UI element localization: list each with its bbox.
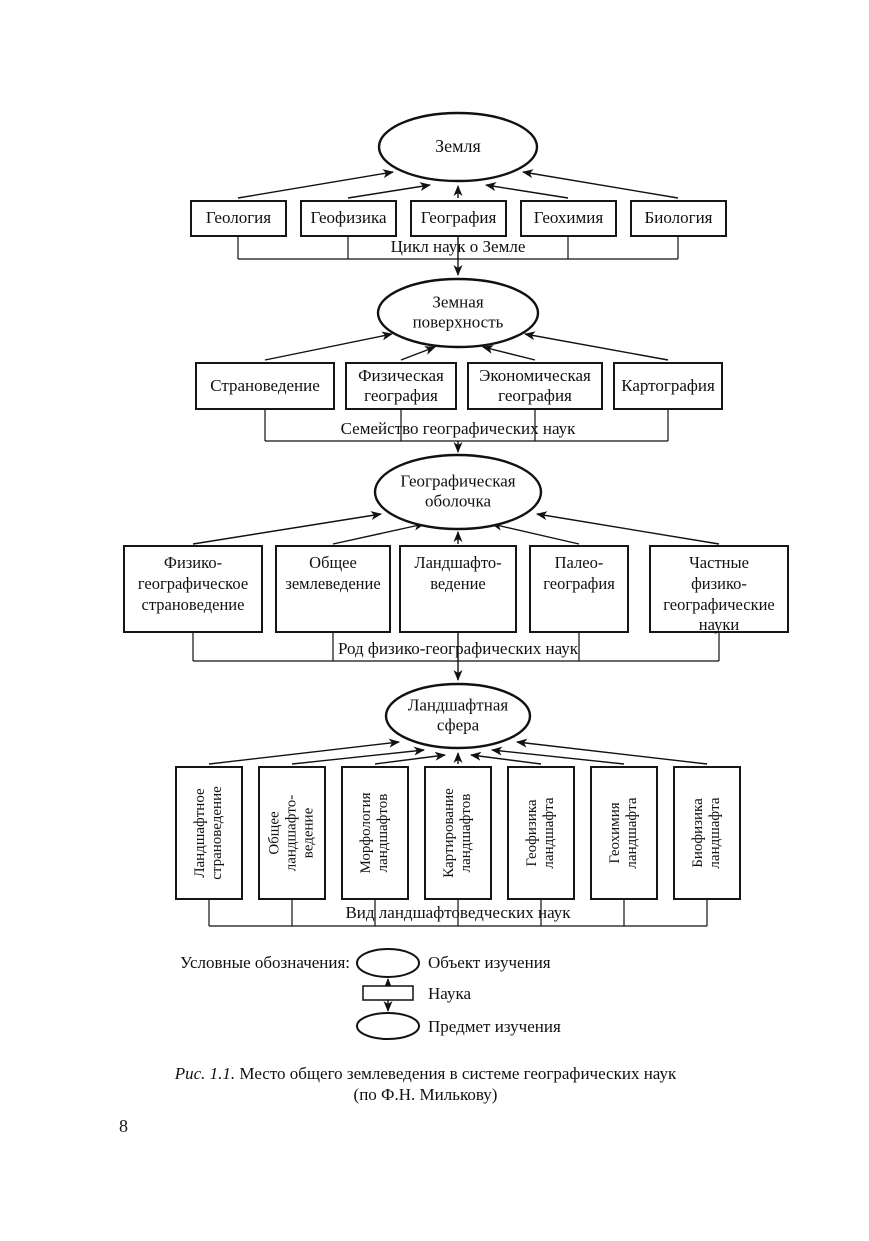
- group-label: Вид ландшафтоведческих наук: [345, 903, 571, 922]
- group-label: Семейство географических наук: [340, 419, 576, 438]
- object-ellipse-earth: [377, 111, 539, 183]
- object-ellipse-label: Земная поверхность: [412, 292, 504, 332]
- science-box-label: Физико- географическое страноведение: [137, 553, 249, 614]
- science-box: Геофизика: [300, 200, 397, 237]
- science-box-label: Биология: [644, 208, 713, 228]
- science-box: Геохимия: [520, 200, 617, 237]
- legend-symbols: [356, 948, 420, 1040]
- science-box-vertical: Геофизика ландшафта: [507, 766, 575, 900]
- legend-item-label: Наука: [428, 984, 472, 1003]
- legend-subject-ellipse: [356, 1012, 420, 1040]
- science-box-label: Экономическая география: [479, 365, 591, 405]
- science-box-label: Ландшафто- ведение: [414, 553, 502, 593]
- science-box: Частные физико- географические науки: [649, 545, 789, 635]
- tier1-arrows: [237, 169, 679, 199]
- science-box-label: Страноведение: [210, 375, 320, 395]
- science-box: География: [410, 200, 507, 237]
- tier3-bracket: [192, 633, 720, 681]
- science-box-label: Геофизика ландшафта: [523, 797, 557, 869]
- tier3-arrows: [192, 511, 720, 545]
- science-box: Палео- география: [529, 545, 629, 633]
- science-box-label: Общее ландшафто- ведение: [266, 794, 317, 872]
- science-box-vertical: Геохимия ландшафта: [590, 766, 658, 900]
- science-box-label: География: [420, 208, 497, 228]
- figure-caption-attribution: (по Ф.Н. Милькову): [353, 1085, 498, 1104]
- science-box-vertical: Ландшафтное страноведение: [175, 766, 243, 900]
- science-box-label: Физическая география: [358, 365, 444, 405]
- science-box-label: Общее землеведение: [285, 553, 381, 593]
- object-ellipse-label: Ландшафтная сфера: [407, 695, 509, 735]
- science-box-label: Палео- география: [543, 553, 615, 593]
- science-box-vertical: Картирование ландшафтов: [424, 766, 492, 900]
- science-box-label: Геология: [205, 208, 272, 228]
- science-box: Физико- географическое страноведение: [123, 545, 263, 633]
- science-box-label: Геохимия: [533, 208, 604, 228]
- science-box: Биология: [630, 200, 727, 237]
- science-box: Страноведение: [195, 362, 335, 410]
- science-box-vertical: Биофизика ландшафта: [673, 766, 741, 900]
- science-box: Экономическая география: [467, 362, 603, 410]
- science-box-label: Геохимия ландшафта: [606, 797, 640, 869]
- group-label: Род физико-географических наук: [337, 639, 579, 658]
- science-box-label: Картирование ландшафтов: [440, 788, 474, 878]
- science-box: Геология: [190, 200, 287, 237]
- tier1-bracket: [237, 237, 679, 276]
- legend-item-label: Предмет изучения: [428, 1017, 561, 1036]
- object-ellipse-label: Географическая оболочка: [400, 471, 516, 511]
- science-box-label: Геофизика: [310, 208, 387, 228]
- science-box-label: Ландшафтное страноведение: [191, 786, 225, 880]
- science-box-label: Картография: [621, 375, 715, 395]
- legend-object-ellipse: [356, 948, 420, 978]
- science-box-label: Частные физико- географические науки: [663, 553, 775, 635]
- science-box-vertical: Общее ландшафто- ведение: [258, 766, 326, 900]
- figure-caption-text: Место общего землеведения в системе геог…: [239, 1064, 677, 1083]
- science-box: Картография: [613, 362, 723, 410]
- object-ellipse-label: Земля: [435, 136, 481, 157]
- tier2-arrows: [264, 331, 669, 361]
- science-box-vertical: Морфология ландшафтов: [341, 766, 409, 900]
- object-ellipse-earth-surface: [376, 277, 540, 349]
- figure-caption: Рис. 1.1. Место общего землеведения в си…: [0, 1063, 860, 1105]
- page-number: 8: [119, 1116, 128, 1136]
- legend-item-label: Объект изучения: [428, 953, 551, 972]
- object-ellipse-geographic-envelope: [373, 453, 543, 531]
- object-ellipse-landscape-sphere: [384, 682, 532, 750]
- legend-science-rect: [362, 985, 414, 1001]
- science-box: Ландшафто- ведение: [399, 545, 517, 633]
- tier2-bracket: [264, 410, 669, 453]
- tier4-bracket: [208, 900, 708, 927]
- science-box-label: Морфология ландшафтов: [357, 792, 391, 874]
- science-box: Физическая география: [345, 362, 457, 410]
- science-box: Общее землеведение: [275, 545, 391, 633]
- legend-title: Условные обозначения:: [180, 953, 351, 972]
- science-box-label: Биофизика ландшафта: [689, 797, 723, 869]
- tier4-arrows: [208, 738, 708, 765]
- group-label: Цикл наук о Земле: [390, 237, 526, 256]
- figure-label: Рис. 1.1.: [174, 1064, 236, 1083]
